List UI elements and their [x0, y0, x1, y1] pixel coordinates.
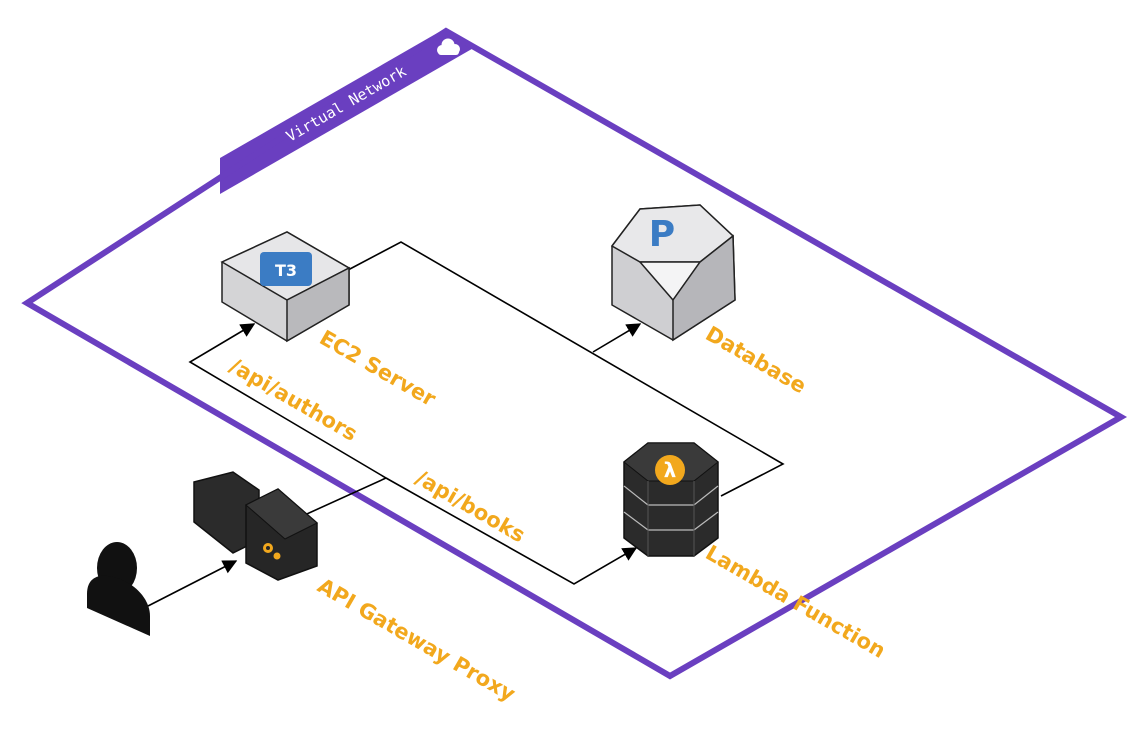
- virtual-network-container: Virtual Network: [21, 27, 1128, 680]
- gateway-label: API Gateway Proxy: [314, 574, 520, 707]
- network-border: [21, 27, 1128, 680]
- edge-lambda-db: [347, 241, 785, 497]
- ec2-badge: [260, 252, 312, 286]
- user-icon: [87, 542, 150, 636]
- lambda-node[interactable]: λ Lambda Function: [623, 442, 890, 663]
- cloud-icon: [437, 38, 460, 55]
- database-badge: P: [649, 214, 675, 255]
- connections: [147, 241, 785, 607]
- ec2-label: EC2 Server: [316, 326, 441, 412]
- svg-text:λ: λ: [664, 458, 677, 482]
- gears-icon: [263, 543, 281, 560]
- edge-books: [385, 477, 638, 585]
- svg-text:T3: T3: [275, 261, 297, 280]
- user-node[interactable]: [87, 542, 150, 636]
- network-tab: [220, 28, 477, 194]
- database-label: Database: [702, 322, 811, 399]
- network-label: Virtual Network: [283, 62, 409, 145]
- edge-user-gateway: [147, 560, 238, 607]
- lambda-badge: [655, 455, 685, 485]
- database-node[interactable]: P Database: [610, 204, 811, 399]
- edge-authors: [188, 323, 388, 519]
- edge-to-database: [592, 323, 642, 353]
